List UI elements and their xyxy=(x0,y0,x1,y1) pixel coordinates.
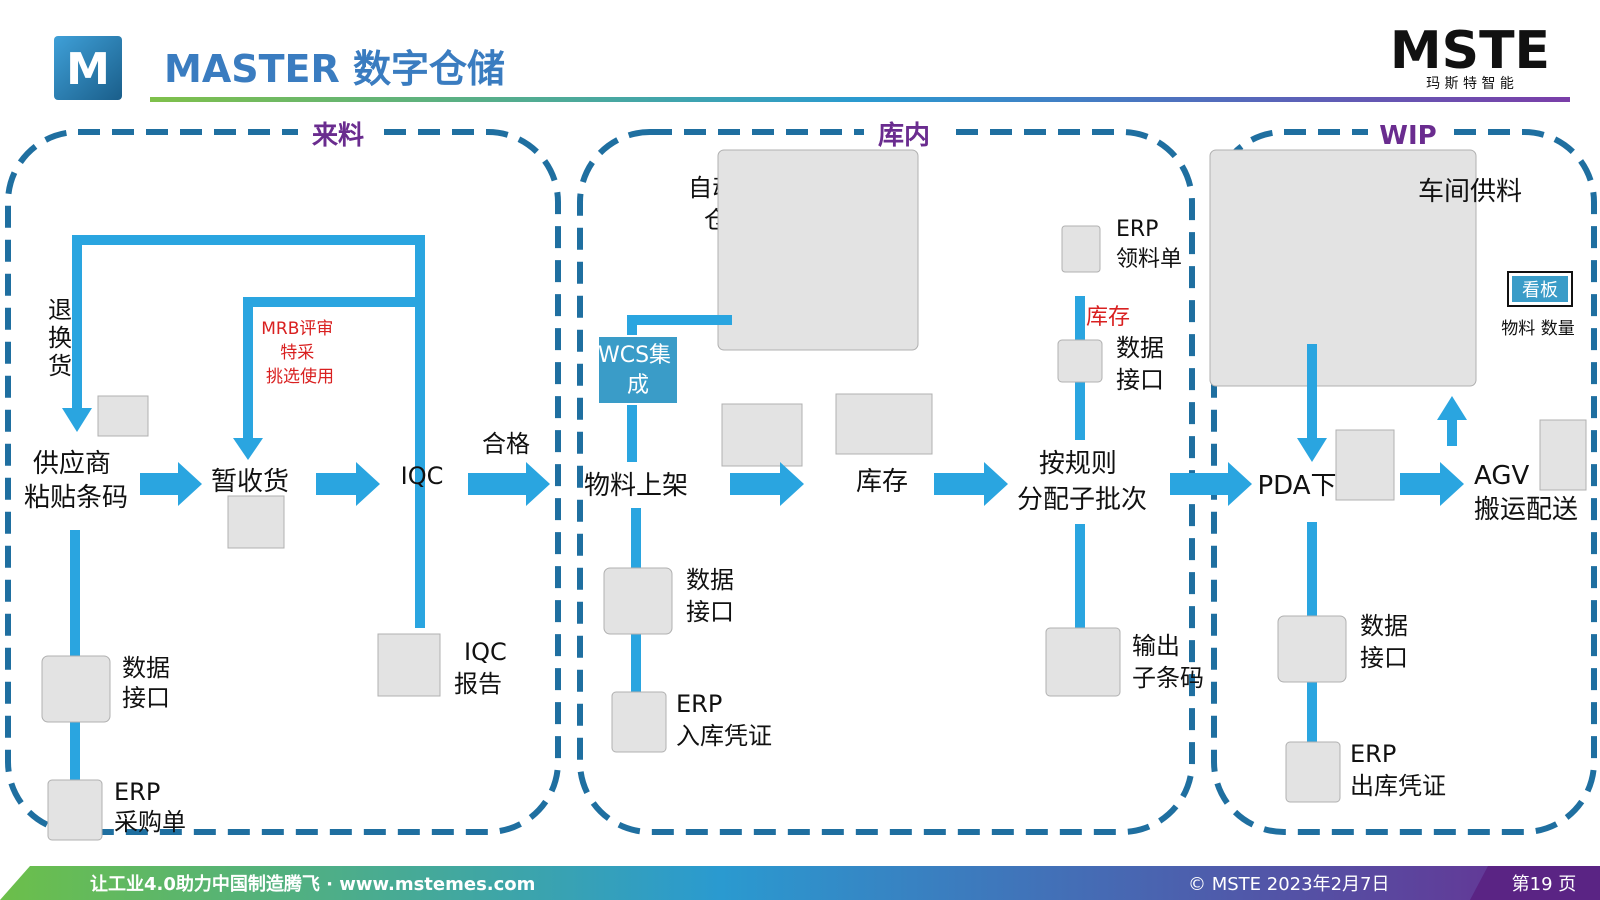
brand-logo: MSTE xyxy=(1390,21,1550,81)
barcode-scanner-icon xyxy=(97,395,149,437)
zone-label-wip: WIP xyxy=(1379,121,1436,151)
automated-warehouse-illustration xyxy=(717,149,919,351)
brand-subtitle: 玛 斯 特 智 能 xyxy=(1426,76,1514,92)
shelving-api-gear-icon xyxy=(603,567,673,635)
flow-arrow-shelving-inventory xyxy=(730,462,804,506)
worker-pda-icon xyxy=(1335,429,1395,501)
arrow-down-pda xyxy=(1297,438,1327,462)
footer-page: 第19 页 xyxy=(1512,874,1577,895)
flow-arrow-inventory-allocate xyxy=(934,462,1008,506)
header-gradient-line xyxy=(150,97,1570,102)
allocate-label: 按规则 分配子批次 xyxy=(1017,449,1147,515)
shelving-label: 物料上架 xyxy=(584,471,688,501)
zone-incoming xyxy=(5,129,561,835)
allocate-api-gear-icon xyxy=(1057,339,1103,383)
footer-page-tab xyxy=(1470,866,1600,900)
temp-receive-label: 暂收货 xyxy=(211,467,289,497)
footer-bar xyxy=(0,866,1600,900)
erp-receipt-document-icon xyxy=(611,691,667,753)
forklift-icon xyxy=(721,403,803,467)
header: M MASTER 数字仓储 MSTE 玛 斯 特 智 能 xyxy=(54,21,1570,102)
erp-receipt-label: ERP 入库凭证 xyxy=(676,690,772,750)
allocate-data-interface-label: 数据 接口 xyxy=(1116,334,1172,394)
mrb-loop-line xyxy=(243,297,420,440)
flow-arrow-iqc-shelving xyxy=(468,462,550,506)
iqc-report-label: IQC 报告 xyxy=(454,638,514,698)
iqc-label: IQC xyxy=(401,462,444,490)
api-gear-icon xyxy=(41,655,111,723)
return-loop-line xyxy=(72,235,425,520)
incoming-data-interface-label: 数据 接口 xyxy=(122,654,178,712)
supplier-label: 供应商 粘贴条码 xyxy=(24,449,128,513)
kanban-label: 看板 xyxy=(1522,280,1558,301)
iqc-report-icon xyxy=(377,633,441,697)
shelving-data-interface-label: 数据 接口 xyxy=(686,566,742,626)
wcs-box xyxy=(597,335,679,405)
arrow-up-agv xyxy=(1437,396,1467,420)
flow-arrow-supplier-receive xyxy=(140,462,202,506)
agv-label: AGV 搬运配送 xyxy=(1474,461,1578,525)
wip-api-gear-icon xyxy=(1277,615,1347,683)
footer: 让工业4.0助力中国制造腾飞 · www.mstemes.com © MSTE … xyxy=(0,866,1600,900)
flow-arrow-receive-iqc xyxy=(316,462,380,506)
return-arrow xyxy=(62,408,92,432)
wcs-line xyxy=(627,315,732,462)
mrb-arrow xyxy=(233,438,263,460)
inventory-label: 库存 xyxy=(856,467,908,497)
return-label: 退 换 货 xyxy=(48,296,80,380)
erp-pick-document-icon xyxy=(1061,225,1101,273)
flow-arrow-allocate-pda xyxy=(1170,462,1252,506)
zone-label-warehouse: 库内 xyxy=(878,121,930,151)
workshop-supply-label: 车间供料 xyxy=(1418,177,1522,207)
erp-po-label: ERP 采购单 xyxy=(114,778,186,836)
worker-boxes-icon xyxy=(227,495,285,549)
zone-label-incoming: 来料 xyxy=(312,121,364,151)
production-line-illustration xyxy=(1209,149,1477,387)
wip-data-interface-label: 数据 接口 xyxy=(1360,612,1416,672)
kanban-caption: 物料 数量 xyxy=(1501,319,1574,339)
erp-pick-label: ERP 领料单 xyxy=(1116,217,1182,272)
header-logo-icon xyxy=(54,36,122,100)
footer-slogan: 让工业4.0助力中国制造腾飞 · www.mstemes.com xyxy=(90,873,535,895)
document-icon xyxy=(47,779,103,841)
mrb-label: MRB评审 特采 挑选使用 xyxy=(261,319,339,387)
pass-label: 合格 xyxy=(482,430,530,458)
monitor-barcode-icon xyxy=(1045,627,1121,697)
footer-copyright: © MSTE 2023年2月7日 xyxy=(1188,874,1389,895)
flow-arrow-pda-agv xyxy=(1400,462,1464,506)
erp-out-label: ERP 出库凭证 xyxy=(1350,740,1446,800)
sub-barcode-label: 输出 子条码 xyxy=(1132,632,1204,692)
page-title: MASTER 数字仓储 xyxy=(164,47,505,91)
inventory-red-label: 库存 xyxy=(1086,305,1130,330)
agv-forklift-icon xyxy=(1539,419,1587,491)
header-logo-letter: M xyxy=(66,44,110,95)
erp-out-document-icon xyxy=(1285,741,1341,803)
warehouse-icon xyxy=(835,393,933,455)
wcs-label: WCS集 成 xyxy=(598,343,678,398)
